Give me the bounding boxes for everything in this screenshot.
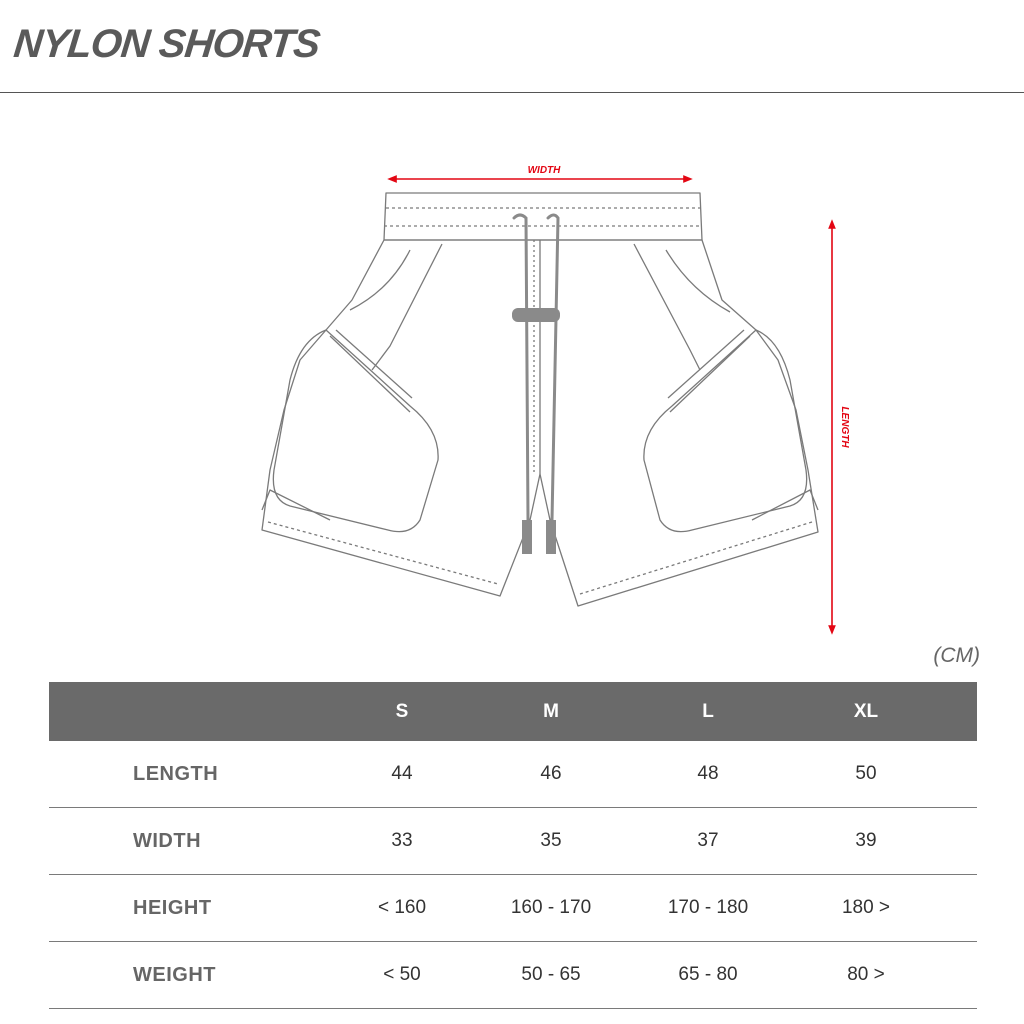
table-cell: 44 [391, 763, 413, 784]
table-cell: 50 - 65 [521, 964, 581, 985]
shorts-illustration: WIDTH LENGTH [261, 165, 850, 635]
table-row: LENGTH 44 46 48 50 [49, 741, 977, 808]
unit-label: (CM) [933, 644, 980, 667]
row-label: HEIGHT [133, 897, 212, 919]
row-label: WIDTH [133, 830, 202, 852]
table-cell: 46 [540, 763, 562, 784]
table-row: WIDTH 33 35 37 39 [49, 808, 977, 875]
cord-lock [512, 308, 560, 322]
table-row: WEIGHT < 50 50 - 65 65 - 80 80 > [49, 942, 977, 1009]
table-row: HEIGHT < 160 160 - 170 170 - 180 180 > [49, 875, 977, 942]
row-label: WEIGHT [133, 964, 216, 986]
table-cell: < 50 [383, 964, 421, 985]
table-cell: 35 [540, 830, 562, 851]
shorts-outline [261, 239, 819, 607]
waistband [383, 192, 703, 241]
table-cell: 65 - 80 [678, 964, 738, 985]
header-size-m: M [543, 701, 559, 722]
row-label: LENGTH [133, 763, 219, 785]
table-cell: 48 [697, 763, 719, 784]
table-cell: 160 - 170 [510, 897, 592, 918]
table-cell: 180 > [841, 897, 891, 918]
table-cell: < 160 [377, 897, 427, 918]
size-chart-table: S M L XL LENGTH 44 46 48 50 WIDTH 33 35 … [49, 682, 977, 1009]
header-size-s: S [395, 701, 409, 722]
table-cell: 39 [855, 830, 877, 851]
header-size-l: L [702, 701, 714, 722]
table-cell: 33 [391, 830, 413, 851]
table-cell: 170 - 180 [667, 897, 749, 918]
table-header: S M L XL [49, 682, 977, 741]
header-size-xl: XL [853, 701, 879, 722]
length-label: LENGTH [839, 406, 850, 448]
table-cell: 80 > [847, 964, 885, 985]
page-title: NYLON SHORTS [11, 22, 322, 66]
table-cell: 50 [855, 763, 877, 784]
width-label: WIDTH [528, 165, 562, 176]
left-cargo-pocket [272, 329, 439, 533]
table-cell: 37 [697, 830, 719, 851]
title-divider [0, 92, 1024, 93]
right-cargo-pocket [643, 329, 808, 533]
